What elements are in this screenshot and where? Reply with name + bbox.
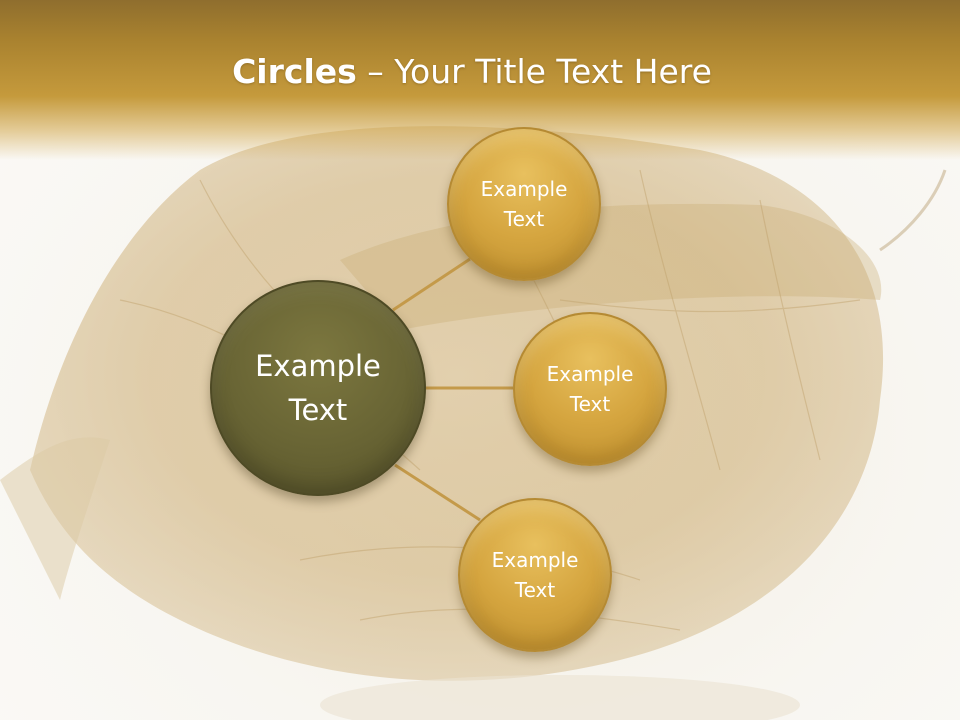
slide-title: Circles – Your Title Text Here	[0, 52, 944, 91]
title-bold: Circles	[232, 52, 357, 91]
title-rest: – Your Title Text Here	[356, 52, 712, 91]
satellite-circle-3[interactable]: Example Text	[458, 498, 612, 652]
connector-3	[394, 463, 481, 522]
center-circle[interactable]: Example Text	[210, 280, 426, 496]
center-circle-label: Example Text	[255, 349, 381, 427]
satellite-circle-label: Example Text	[546, 362, 634, 416]
title-bar	[0, 0, 960, 160]
satellite-circle-label: Example Text	[491, 548, 579, 602]
satellite-circle-2[interactable]: Example Text	[513, 312, 667, 466]
satellite-circle-label: Example Text	[480, 177, 568, 231]
connector-1	[392, 257, 471, 312]
satellite-circle-1[interactable]: Example Text	[447, 127, 601, 281]
